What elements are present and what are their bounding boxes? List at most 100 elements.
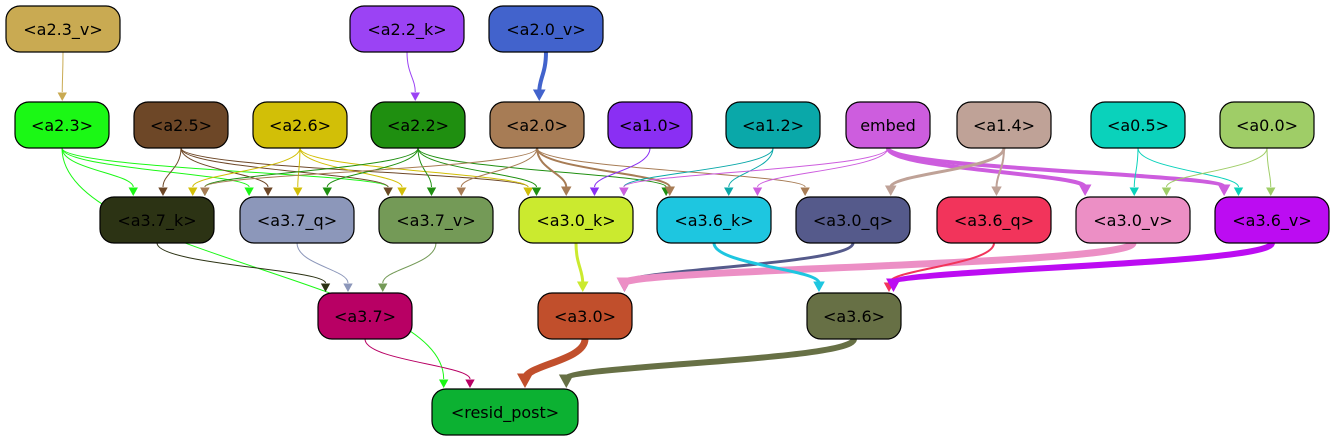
- node-label-a0-0: <a0.0>: [1236, 116, 1298, 135]
- arrowhead-a3-6-to-resid-post: [558, 374, 574, 389]
- node-a3-7-v[interactable]: <a3.7_v>: [378, 196, 494, 244]
- arrowhead-a3-6-k-to-a3-6: [813, 281, 825, 293]
- node-a3-6-k[interactable]: <a3.6_k>: [656, 196, 772, 244]
- arrowhead-a2-0-to-a3-7-v: [456, 187, 466, 197]
- node-label-embed: embed: [860, 116, 916, 135]
- node-box-a1-0: [607, 101, 693, 149]
- arrowhead-a2-6-to-a3-7-q: [293, 187, 303, 197]
- node-a1-2[interactable]: <a1.2>: [725, 101, 821, 149]
- arrowhead-a2-6-to-a3-7-v: [397, 187, 407, 197]
- edge-a2-0-to-a3-6-k: [536, 147, 671, 188]
- arrowhead-embed-to-a3-6-v: [1217, 184, 1231, 197]
- arrowhead-embed-to-a3-0-v: [1078, 184, 1092, 197]
- arrowhead-a1-4-to-a3-6-q: [991, 186, 1002, 197]
- edge-a3-6-to-resid-post: [563, 337, 857, 382]
- edge-a2-3-to-a3-7-q: [61, 147, 250, 188]
- edge-a3-6-k-to-a3-6: [712, 242, 821, 284]
- edge-embed-to-a3-6-v: [886, 146, 1227, 189]
- node-label-a0-5: <a0.5>: [1107, 116, 1169, 135]
- node-box-embed: [845, 101, 931, 149]
- node-label-a3-0-v: <a3.0_v>: [1093, 211, 1173, 231]
- node-a3-7-q[interactable]: <a3.7_q>: [239, 196, 355, 244]
- arrowhead-a2-0-v-to-a2-0: [532, 89, 546, 102]
- node-a2-6[interactable]: <a2.6>: [252, 101, 348, 149]
- node-box-a2-0-v: [488, 5, 604, 53]
- node-a2-3[interactable]: <a2.3>: [14, 101, 110, 149]
- node-label-a3-0: <a3.0>: [554, 307, 616, 326]
- node-label-a3-0-q: <a3.0_q>: [813, 211, 893, 231]
- arrowhead-a2-2-to-a3-0-k: [531, 187, 542, 197]
- edge-a2-0-to-a3-7-v: [460, 147, 538, 188]
- arrowhead-a2-3-to-resid-post: [438, 379, 449, 389]
- node-a2-0-v[interactable]: <a2.0_v>: [488, 5, 604, 53]
- node-box-a3-7: [317, 292, 413, 340]
- node-a3-0-v[interactable]: <a3.0_v>: [1075, 196, 1191, 244]
- node-label-a3-7: <a3.7>: [334, 307, 396, 326]
- node-box-a3-7-k: [99, 196, 215, 244]
- node-box-a1-2: [725, 101, 821, 149]
- node-box-a2-3: [14, 101, 110, 149]
- node-label-a2-2: <a2.2>: [387, 116, 449, 135]
- node-label-a3-7-v: <a3.7_v>: [396, 211, 476, 231]
- node-label-a3-7-q: <a3.7_q>: [257, 211, 337, 231]
- node-label-a2-2-k: <a2.2_k>: [367, 20, 446, 40]
- edge-a1-0-to-a3-0-k: [594, 147, 651, 188]
- node-label-a2-5: <a2.5>: [150, 116, 212, 135]
- node-a1-4[interactable]: <a1.4>: [956, 101, 1052, 149]
- arrowhead-a0-5-to-a3-6-v: [1233, 187, 1244, 197]
- arrowhead-a2-2-to-a3-7-v: [426, 187, 437, 197]
- edge-a3-7-q-to-a3-7: [296, 242, 349, 284]
- edge-a2-0-v-to-a2-0: [537, 51, 548, 93]
- node-a2-2-k[interactable]: <a2.2_k>: [349, 5, 465, 53]
- node-a3-0-k[interactable]: <a3.0_k>: [518, 196, 634, 244]
- edge-a3-7-to-resid-post: [364, 338, 471, 380]
- edge-a1-4-to-a3-6-q: [995, 147, 1005, 188]
- edge-a2-6-to-a3-7-k: [192, 147, 301, 188]
- arrowhead-a2-2-to-a3-7-q: [322, 187, 332, 197]
- node-label-a2-3: <a2.3>: [31, 116, 93, 135]
- edge-a2-6-to-a3-7-q: [297, 147, 301, 188]
- node-a0-5[interactable]: <a0.5>: [1090, 101, 1186, 149]
- node-box-a0-5: [1090, 101, 1186, 149]
- edge-a3-7-v-to-a3-7: [382, 242, 437, 284]
- node-a3-7[interactable]: <a3.7>: [317, 292, 413, 340]
- node-resid-post[interactable]: <resid_post>: [431, 388, 579, 436]
- node-a3-6-q[interactable]: <a3.6_q>: [936, 196, 1052, 244]
- node-a3-0[interactable]: <a3.0>: [537, 292, 633, 340]
- edge-a1-2-to-a3-0-k: [623, 147, 774, 188]
- node-label-a2-0-v: <a2.0_v>: [506, 20, 586, 40]
- node-a2-0[interactable]: <a2.0>: [489, 101, 585, 149]
- arrowhead-a3-7-v-to-a3-7: [378, 283, 388, 293]
- node-a2-5[interactable]: <a2.5>: [133, 101, 229, 149]
- edge-a2-6-to-a3-0-k: [299, 147, 529, 188]
- node-a1-0[interactable]: <a1.0>: [607, 101, 693, 149]
- arrowhead-a2-2-k-to-a2-2: [410, 92, 420, 102]
- node-a2-3-v[interactable]: <a2.3_v>: [5, 5, 121, 53]
- arrowhead-a2-0-to-a3-0-q: [800, 187, 810, 197]
- edge-a2-2-to-a3-7-k: [204, 147, 419, 188]
- node-label-a3-6-v: <a3.6_v>: [1232, 211, 1312, 231]
- node-a3-6[interactable]: <a3.6>: [806, 292, 902, 340]
- node-a3-7-k[interactable]: <a3.7_k>: [99, 196, 215, 244]
- edge-a2-2-to-a3-0-k: [417, 147, 537, 188]
- edge-a2-3-v-to-a2-3: [61, 51, 64, 93]
- node-box-a2-6: [252, 101, 348, 149]
- node-box-a3-6-q: [936, 196, 1052, 244]
- arrowhead-a2-0-to-a3-6-k: [664, 186, 675, 197]
- arrowhead-a2-5-to-a3-7-q: [263, 187, 273, 197]
- node-box-a2-5: [133, 101, 229, 149]
- arrowhead-embed-to-a3-6-k: [752, 187, 763, 197]
- arrowhead-a0-0-to-a3-6-v: [1266, 187, 1276, 197]
- node-a3-0-q[interactable]: <a3.0_q>: [795, 196, 911, 244]
- arrowhead-a2-3-v-to-a2-3: [57, 92, 67, 102]
- arrowhead-a1-0-to-a3-0-k: [589, 187, 600, 197]
- node-a3-6-v[interactable]: <a3.6_v>: [1214, 196, 1330, 244]
- node-a2-2[interactable]: <a2.2>: [370, 101, 466, 149]
- node-label-a3-6-k: <a3.6_k>: [674, 211, 753, 231]
- node-a0-0[interactable]: <a0.0>: [1219, 101, 1315, 149]
- node-embed[interactable]: embed: [845, 101, 931, 149]
- edge-a3-7-k-to-a3-7: [156, 242, 327, 284]
- edge-a2-2-k-to-a2-2: [406, 51, 416, 93]
- edge-a2-5-to-a3-7-v: [180, 147, 389, 188]
